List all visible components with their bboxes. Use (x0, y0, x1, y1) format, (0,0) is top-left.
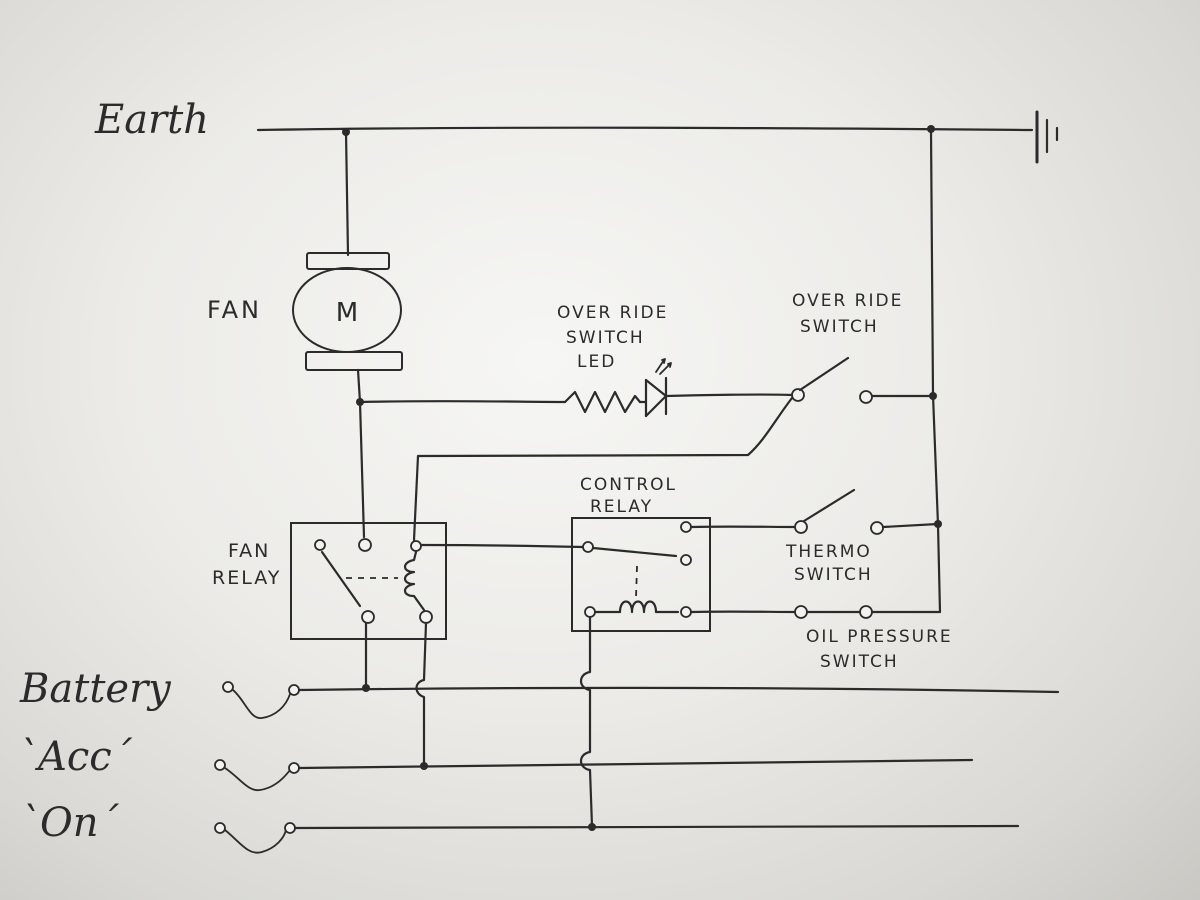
control-relay-label-line1: CONTROL (580, 475, 677, 495)
fan-relay-terminal (361, 610, 375, 624)
oil-pressure-label-line2: SWITCH (820, 652, 899, 672)
control-relay-terminal (584, 606, 596, 618)
fan-label: FAN (207, 296, 262, 324)
fan-relay-label-line2: RELAY (212, 567, 281, 589)
override-led-label-line1: OVER RIDE (557, 303, 668, 323)
relay-coil-icon (593, 600, 680, 614)
fan-relay-terminal (410, 540, 422, 552)
control-relay-label-line2: RELAY (590, 497, 653, 517)
oil-pressure-switch[interactable] (689, 605, 942, 619)
relay-coil-icon (403, 550, 426, 612)
acc-label: `Acc´ (18, 734, 133, 780)
earth-rail (256, 110, 1059, 614)
thermo-switch[interactable] (689, 488, 940, 535)
battery-label: Battery (19, 666, 172, 712)
override-switch[interactable] (412, 356, 935, 542)
thermo-switch-label-line2: SWITCH (794, 565, 873, 585)
on-line (214, 822, 1020, 854)
motor-brush-bottom (305, 351, 403, 371)
fan-relay-terminal (419, 610, 433, 624)
control-relay (420, 517, 711, 828)
override-switch-label-line1: OVER RIDE (792, 291, 903, 311)
fan-relay-terminal (314, 539, 326, 551)
control-relay-terminal (582, 541, 594, 553)
battery-line (222, 681, 1060, 719)
ground-icon (1035, 110, 1059, 164)
on-label: `On´ (20, 800, 120, 846)
led-branch (358, 358, 794, 418)
fan-relay (290, 400, 447, 768)
thermo-switch-label-line1: THERMO (785, 542, 872, 562)
fan-relay-label-line1: FAN (228, 540, 270, 562)
control-relay-terminal (680, 606, 692, 618)
override-led-label-line3: LED (577, 352, 616, 372)
fan-relay-box (290, 522, 447, 640)
override-switch-label-line2: SWITCH (800, 317, 879, 337)
acc-line (214, 758, 974, 791)
oil-pressure-label-line1: OIL PRESSURE (806, 627, 953, 647)
fan-motor (292, 130, 403, 406)
led-icon (638, 358, 672, 418)
control-relay-terminal (680, 554, 692, 566)
control-relay-box (571, 517, 711, 632)
resistor-icon (563, 390, 642, 414)
control-relay-terminal (680, 521, 692, 533)
fan-relay-terminal (358, 538, 372, 552)
override-led-label-line2: SWITCH (566, 328, 645, 348)
motor-symbol-label: M (336, 298, 358, 328)
earth-label: Earth (94, 97, 209, 143)
